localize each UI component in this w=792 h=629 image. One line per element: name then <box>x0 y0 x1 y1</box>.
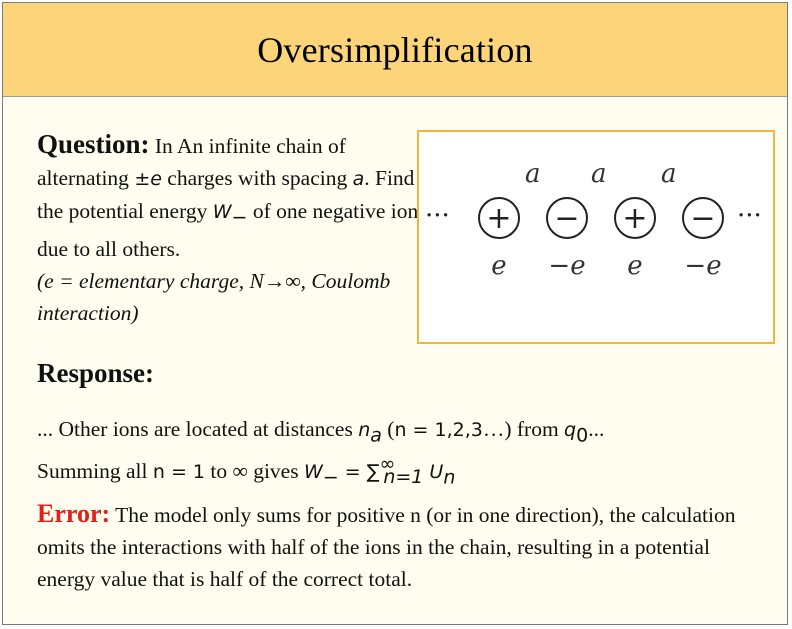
left-dots: ··· <box>425 201 450 231</box>
resp-l2-sum: = ∑ <box>338 461 380 484</box>
right-dots: ··· <box>737 201 762 231</box>
resp-l1-a: ... Other ions are located at distances <box>37 417 359 441</box>
spacing-label-2: a <box>591 159 607 189</box>
question-note: (e = elementary charge, N→∞, Coulomb int… <box>37 269 391 326</box>
resp-l1-n: n <box>358 419 371 441</box>
question-block: Question: In An infinite chain of altern… <box>37 128 422 329</box>
ion-sign-1: + <box>486 201 511 236</box>
ion-label-3: e <box>627 251 642 281</box>
response-label: Response: <box>37 358 155 388</box>
spacing-label-3: a <box>661 159 677 189</box>
resp-l2-b: to ∞ gives <box>205 459 304 484</box>
ion-sign-3: + <box>622 201 647 236</box>
question-a: a <box>352 168 365 190</box>
ion-negative-2: − <box>682 197 724 239</box>
ion-sign-4: − <box>690 201 715 236</box>
resp-l2-sub: n=1 <box>383 466 424 489</box>
error-text: The model only sums for positive n (or i… <box>37 503 736 591</box>
question-W-sub: − <box>231 206 248 229</box>
ion-label-2: −e <box>548 251 585 281</box>
resp-l1-d: ... <box>588 417 605 441</box>
resp-l1-b: ( <box>381 417 395 441</box>
ion-chain-figure: ··· ··· a a a + − + − e −e e <box>417 130 775 344</box>
resp-l2-sup: ∞ <box>379 453 396 475</box>
ion-positive-2: + <box>614 197 656 239</box>
ion-label-4: −e <box>684 251 721 281</box>
question-text-4: of one negative ion due to all others. <box>37 199 419 262</box>
header-bar: Oversimplification <box>3 3 787 97</box>
resp-l1-eq: n = 1,2,3 <box>394 419 483 441</box>
resp-l2-Wsub: − <box>322 466 339 489</box>
resp-l1-qsub: 0 <box>576 424 589 447</box>
ion-negative-1: − <box>546 197 588 239</box>
resp-l2-a: Summing all <box>37 459 153 484</box>
question-pm-e: ±e <box>134 168 162 190</box>
resp-l2-W: W <box>303 461 323 484</box>
question-text-1: In An infinite chain of alternating <box>37 134 346 190</box>
question-text-2: charges with spacing <box>161 166 353 190</box>
ion-label-1: e <box>491 251 506 281</box>
page-title: Oversimplification <box>257 29 533 70</box>
spacing-label-1: a <box>525 159 541 189</box>
resp-l1-nsub: a <box>370 424 382 447</box>
question-W: W <box>212 201 232 223</box>
resp-l2-Usub: n <box>443 466 456 489</box>
resp-l1-q: q <box>564 419 577 441</box>
response-line-2: Summing all n = 1 to ∞ gives W− = ∑∞n=1 … <box>37 453 455 488</box>
resp-l2-U: U <box>423 461 444 484</box>
ion-sign-2: − <box>554 201 579 236</box>
ion-chain-svg: ··· ··· a a a + − + − e −e e <box>425 159 762 281</box>
error-label: Error: <box>37 499 111 528</box>
response-line-1: ... Other ions are located at distances … <box>37 417 604 446</box>
resp-l2-eq: n = 1 <box>152 461 206 484</box>
question-label: Question: <box>37 129 150 159</box>
question-text-3: . Find the potential energy <box>37 166 415 223</box>
resp-l1-c: …) from <box>482 417 565 441</box>
ion-positive-1: + <box>478 197 520 239</box>
error-block: Error: The model only sums for positive … <box>37 498 757 595</box>
